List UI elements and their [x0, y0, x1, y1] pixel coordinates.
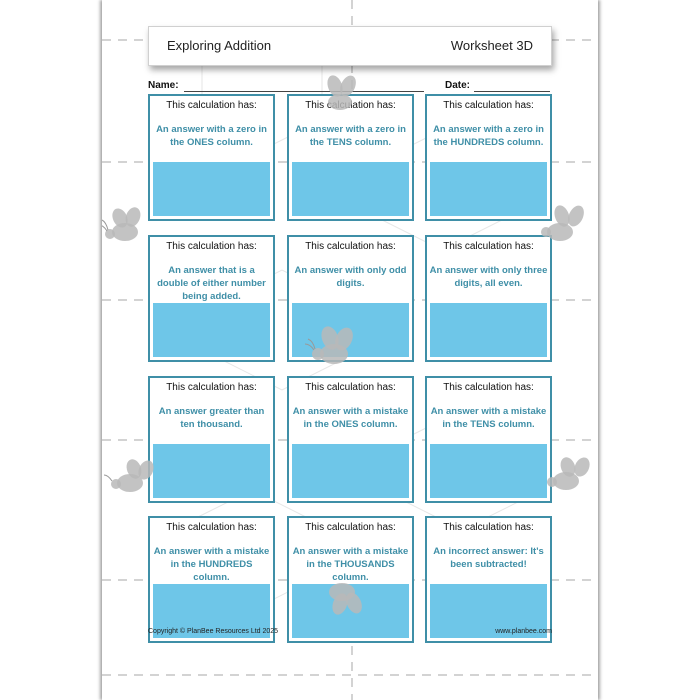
answer-box[interactable]: [292, 162, 409, 216]
bee-icon: [304, 326, 353, 364]
answer-box[interactable]: [430, 162, 547, 216]
card-heading: This calculation has:: [305, 241, 396, 252]
answer-box[interactable]: [430, 584, 547, 638]
calc-card: This calculation has: An answer with a m…: [287, 516, 414, 643]
bee-icon: [102, 207, 141, 241]
website-link[interactable]: www.planbee.com: [495, 628, 552, 635]
calc-card: This calculation has: An incorrect answe…: [425, 516, 552, 643]
card-criterion: An answer with a zero in the ONES column…: [156, 124, 267, 148]
card-heading: This calculation has:: [443, 522, 534, 533]
name-label: Name:: [148, 80, 179, 91]
card-criterion: An answer with a zero in the HUNDREDS co…: [433, 124, 544, 148]
card-heading: This calculation has:: [305, 522, 396, 533]
bee-icon: [103, 459, 154, 492]
worksheet-header: Exploring Addition Worksheet 3D: [148, 26, 552, 66]
answer-box[interactable]: [153, 303, 270, 357]
card-criterion: An answer with only odd digits.: [294, 265, 407, 289]
answer-box[interactable]: [430, 444, 547, 498]
calc-card: This calculation has: An answer with a m…: [425, 376, 552, 503]
card-heading: This calculation has:: [166, 522, 257, 533]
card-heading: This calculation has:: [305, 382, 396, 393]
answer-box[interactable]: [153, 584, 270, 638]
answer-box[interactable]: [292, 444, 409, 498]
copyright-text: Copyright © PlanBee Resources Ltd 2025: [148, 628, 279, 635]
calc-card: This calculation has: An answer with onl…: [425, 235, 552, 362]
calc-card: This calculation has: An answer with a z…: [148, 94, 275, 221]
date-write-line[interactable]: [474, 91, 550, 92]
bee-icon: [541, 205, 584, 241]
date-label: Date:: [445, 80, 471, 91]
card-heading: This calculation has:: [443, 382, 534, 393]
card-heading: This calculation has:: [166, 241, 257, 252]
bee-icon: [329, 583, 362, 615]
calc-card: This calculation has: An answer with a m…: [148, 516, 275, 643]
card-criterion: An answer with a mistake in the ONES col…: [292, 406, 409, 430]
card-heading: This calculation has:: [166, 100, 257, 111]
worksheet-number: Worksheet 3D: [450, 38, 533, 53]
bee-icon: [547, 457, 590, 490]
worksheet-page: Exploring Addition Worksheet 3D Name: Da…: [102, 0, 598, 700]
card-heading: This calculation has:: [443, 241, 534, 252]
card-criterion: An answer with a mistake in the THOUSAND…: [292, 546, 409, 583]
answer-box[interactable]: [153, 444, 270, 498]
card-criterion: An incorrect answer: It's been subtracte…: [433, 546, 544, 570]
bee-icon: [327, 75, 356, 110]
calc-card: This calculation has: An answer with a m…: [287, 376, 414, 503]
card-criterion: An answer with a zero in the TENS column…: [295, 124, 406, 148]
card-criterion: An answer with only three digits, all ev…: [429, 265, 548, 289]
calc-card: This calculation has: An answer that is …: [148, 235, 275, 362]
calc-card: This calculation has: An answer with a z…: [425, 94, 552, 221]
worksheet-title: Exploring Addition: [167, 38, 272, 53]
card-heading: This calculation has:: [443, 100, 534, 111]
card-criterion: An answer with a mistake in the HUNDREDS…: [153, 546, 270, 583]
card-heading: This calculation has:: [166, 382, 257, 393]
card-criterion: An answer greater than ten thousand.: [158, 406, 265, 430]
name-write-line[interactable]: [184, 91, 424, 92]
calc-card: This calculation has: An answer greater …: [148, 376, 275, 503]
card-criterion: An answer with a mistake in the TENS col…: [430, 406, 547, 430]
answer-box[interactable]: [153, 162, 270, 216]
answer-box[interactable]: [430, 303, 547, 357]
card-criterion: An answer that is a double of either num…: [157, 265, 266, 302]
